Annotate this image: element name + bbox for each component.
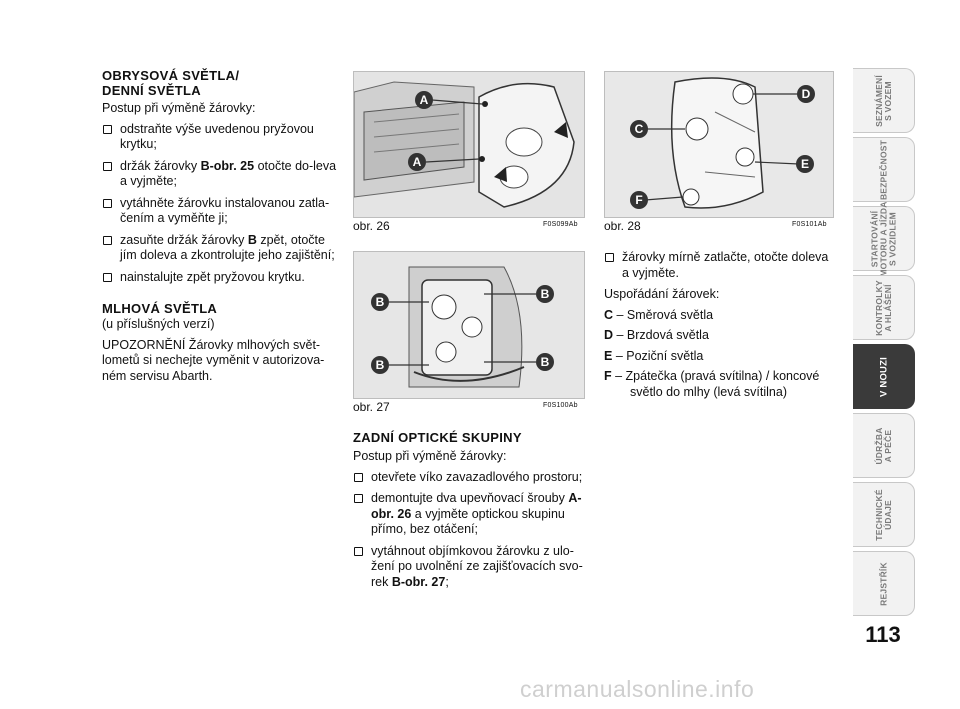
callout-c: C xyxy=(635,122,644,136)
figure-28-code: F0S101Ab xyxy=(792,221,827,228)
figure-28-illustration: D C E F xyxy=(605,72,833,217)
step-ref: A-obr. 26 xyxy=(371,491,582,521)
legend-title: Uspořádání žárovek: xyxy=(604,287,720,301)
tab-label: BEZPEČNOST xyxy=(878,139,888,200)
callout-d: D xyxy=(802,87,811,101)
figure-27: B B B B xyxy=(353,251,585,399)
tab-technicke[interactable]: TECHNICKÉ ÚDAJE xyxy=(853,482,915,547)
right-column: žárovky mírně zatlačte, otočte doleva a … xyxy=(604,250,834,405)
heading-obrysova: OBRYSOVÁ SVĚTLA/ DENNÍ SVĚTLA xyxy=(102,68,338,98)
legend-text: – Směrová světla xyxy=(613,307,714,322)
callout-b: B xyxy=(541,355,550,369)
step-text: zasuňte držák žárovky xyxy=(120,232,248,247)
steps-obrysova: odstraňte výše uvedenou pryžovou krytku;… xyxy=(102,122,338,286)
page-number: 113 xyxy=(865,622,901,647)
step-ref: B-obr. 25 xyxy=(200,158,255,173)
legend-text: – Zpátečka (pravá svítilna) / koncové sv… xyxy=(611,369,820,399)
callout-f: F xyxy=(635,193,642,207)
middle-column: ZADNÍ OPTICKÉ SKUPINY Postup při výměně … xyxy=(353,430,585,596)
figure-26: A A xyxy=(353,71,585,218)
figure-28: D C E F xyxy=(604,71,834,218)
heading-obrysova-line2: DENNÍ SVĚTLA xyxy=(102,83,201,98)
step-text: držák žárovky xyxy=(120,158,201,173)
callout-b: B xyxy=(376,295,385,309)
figure-28-label: obr. 28 xyxy=(604,219,641,233)
legend-text: – Poziční světla xyxy=(612,348,704,363)
note-mlhova: UPOZORNĚNÍ Žárovky mlhových svět-lometů … xyxy=(102,337,325,383)
tab-label: STARTOVÁNÍ MOTORU A JÍZDA S VOZIDLEM xyxy=(869,200,897,277)
tab-seznameni[interactable]: SEZNÁMENÍ S VOZEM xyxy=(853,68,915,133)
step-ref: B xyxy=(247,232,257,247)
figure-26-illustration: A A xyxy=(354,72,584,217)
step-item: nainstalujte zpět pryžovou krytku. xyxy=(102,270,338,286)
legend-item: D – Brzdová světla xyxy=(604,328,834,344)
step-text: otočte do-leva a vyjměte; xyxy=(120,158,337,189)
tab-udrzba[interactable]: ÚDRŽBA A PÉČE xyxy=(853,413,915,478)
tab-label: SEZNÁMENÍ S VOZEM xyxy=(873,74,893,127)
intro-obrysova: Postup při výměně žárovky: xyxy=(102,101,256,115)
legend-key: C xyxy=(604,307,614,322)
step-item: zasuňte držák žárovky B zpět, otočte jím… xyxy=(102,233,338,264)
tab-label: TECHNICKÉ ÚDAJE xyxy=(873,488,893,541)
tab-bezpecnost[interactable]: BEZPEČNOST xyxy=(853,137,915,202)
legend-item: F – Zpátečka (pravá svítilna) / koncové … xyxy=(604,369,834,400)
step-text: zpět, otočte jím doleva a zkontrolujte j… xyxy=(120,232,335,263)
heading-mlhova: MLHOVÁ SVĚTLA xyxy=(102,301,218,316)
figure-26-label: obr. 26 xyxy=(353,219,390,233)
step-item: odstraňte výše uvedenou pryžovou krytku; xyxy=(102,122,338,153)
tab-rejstrik[interactable]: REJSTŘÍK xyxy=(853,551,915,616)
step-item: demontujte dva upevňovací šrouby A-obr. … xyxy=(353,491,585,538)
step-item: vytáhněte žárovku instalovanou zatla-čen… xyxy=(102,196,338,227)
step-item: držák žárovky B-obr. 25 otočte do-leva a… xyxy=(102,159,338,190)
figure-27-illustration: B B B B xyxy=(354,252,584,398)
callout-e: E xyxy=(801,157,809,171)
steps-zadni: otevřete víko zavazadlového prostoru; de… xyxy=(353,470,585,591)
legend-key: E xyxy=(604,348,613,363)
callout-b: B xyxy=(541,287,550,301)
figure-27-label: obr. 27 xyxy=(353,400,390,414)
legend-text: – Brzdová světla xyxy=(613,328,709,342)
tab-v-nouzi[interactable]: V NOUZI xyxy=(853,344,915,409)
legend-item: E – Poziční světla xyxy=(604,349,834,365)
heading-obrysova-line1: OBRYSOVÁ SVĚTLA/ xyxy=(102,68,240,83)
bulb-legend: Uspořádání žárovek: C – Směrová světla D… xyxy=(604,287,834,400)
step-text: a vyjměte optickou skupinu přímo, bez ot… xyxy=(371,506,565,537)
legend-key: D xyxy=(604,328,614,342)
subheading-mlhova: (u příslušných verzí) xyxy=(102,317,215,331)
figure-27-code: F0S100Ab xyxy=(543,402,578,409)
callout-b: B xyxy=(376,358,385,372)
tab-startovani[interactable]: STARTOVÁNÍ MOTORU A JÍZDA S VOZIDLEM xyxy=(853,201,915,276)
step-text: vytáhnout objímkovou žárovku z ulo-žení … xyxy=(371,543,583,589)
legend-key: F xyxy=(604,369,612,383)
step-item: žárovky mírně zatlačte, otočte doleva a … xyxy=(604,250,834,281)
tab-label: KONTROLKY A HLÁŠENÍ xyxy=(873,279,893,336)
callout-a: A xyxy=(413,155,422,169)
tab-label: REJSTŘÍK xyxy=(878,561,888,606)
step-item: otevřete víko zavazadlového prostoru; xyxy=(353,470,585,486)
step-text: demontujte dva upevňovací šrouby xyxy=(371,491,569,505)
tab-kontrolky[interactable]: KONTROLKY A HLÁŠENÍ xyxy=(853,275,915,340)
tab-label: V NOUZI xyxy=(878,356,889,397)
step-text: ; xyxy=(445,574,449,589)
step-item: vytáhnout objímkovou žárovku z ulo-žení … xyxy=(353,544,585,591)
callout-a: A xyxy=(420,93,429,107)
step-ref: B-obr. 27 xyxy=(391,574,446,589)
figure-26-code: F0S099Ab xyxy=(543,221,578,228)
watermark: carmanualsonline.info xyxy=(520,676,755,702)
heading-zadni: ZADNÍ OPTICKÉ SKUPINY xyxy=(353,430,522,445)
legend-item: C – Směrová světla xyxy=(604,308,834,324)
left-column: OBRYSOVÁ SVĚTLA/ DENNÍ SVĚTLA Postup při… xyxy=(102,68,338,389)
intro-zadni: Postup při výměně žárovky: xyxy=(353,449,507,463)
tab-label: ÚDRŽBA A PÉČE xyxy=(873,426,893,465)
steps-right: žárovky mírně zatlačte, otočte doleva a … xyxy=(604,250,834,281)
